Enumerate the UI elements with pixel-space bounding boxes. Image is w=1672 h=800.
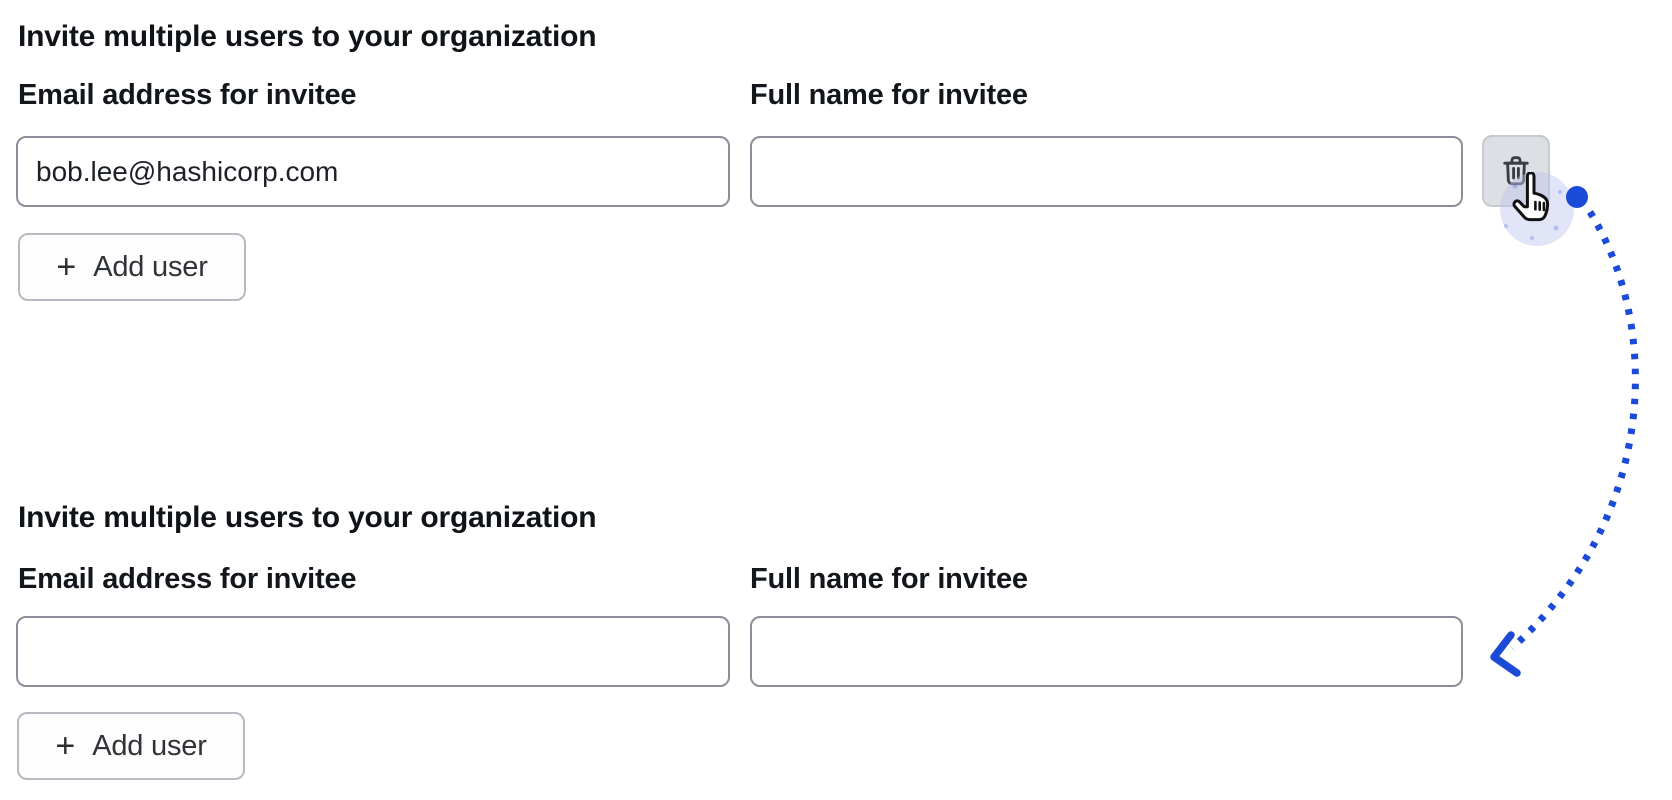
section2-name-input[interactable] (750, 616, 1463, 687)
section2-email-input[interactable] (16, 616, 730, 687)
section1-name-label: Full name for invitee (750, 79, 1028, 111)
section2-email-label: Email address for invitee (18, 563, 357, 595)
section2-heading: Invite multiple users to your organizati… (18, 501, 597, 534)
trash-icon (1498, 152, 1534, 190)
section1-add-user-button[interactable]: + Add user (18, 233, 246, 301)
annotation-start-dot (1566, 186, 1588, 208)
annotation-arrowhead (1490, 631, 1521, 677)
add-user-label: Add user (92, 729, 207, 762)
section1-email-label: Email address for invitee (18, 79, 357, 111)
annotation-dotted-curve (1509, 210, 1639, 651)
section1-email-input[interactable] (16, 136, 730, 207)
delete-row-button[interactable] (1482, 135, 1550, 207)
plus-icon: + (55, 727, 76, 765)
add-user-label: Add user (93, 250, 208, 283)
plus-icon: + (56, 248, 77, 286)
section1-heading: Invite multiple users to your organizati… (18, 20, 597, 53)
section2-name-label: Full name for invitee (750, 563, 1028, 595)
section1-name-input[interactable] (750, 136, 1463, 207)
section2-add-user-button[interactable]: + Add user (17, 712, 245, 780)
